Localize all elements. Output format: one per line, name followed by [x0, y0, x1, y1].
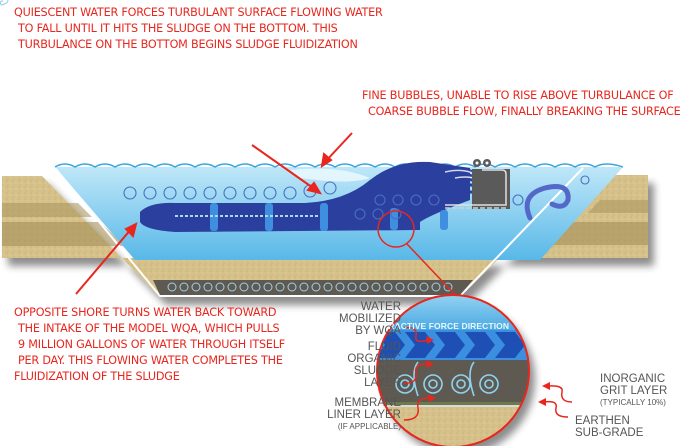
label-line: FLUID: [367, 341, 401, 353]
callout-line: THE INTAKE OF THE MODEL WQA, WHICH PULLS: [18, 322, 280, 335]
label-earthen-subgrade: EARTHEN SUB-GRADE: [575, 415, 643, 439]
water-swirls: [123, 175, 590, 220]
sediment-stripes: [2, 200, 648, 246]
label-line: SLUDGE: [353, 365, 401, 377]
water-surface-waves: [54, 163, 624, 168]
label-inorganic-grit: INORGANIC GRIT LAYER (TYPICALLY 10%): [600, 373, 667, 409]
magnifier-connector: [406, 243, 461, 301]
magnifier-target-circle: [377, 210, 415, 248]
wqa-device: [445, 159, 510, 209]
sludge-band-swirls: [167, 282, 453, 292]
return-flow-loop: [524, 184, 571, 221]
callout-line: PER DAY. THIS FLOWING WATER COMPLETES TH…: [18, 354, 283, 367]
label-line: LAYER: [364, 377, 401, 389]
detail-pointers: [403, 326, 573, 421]
label-line: ORGANIC: [347, 353, 401, 365]
label-line: MOBILIZED: [339, 313, 401, 325]
callout-line: TURBULANCE ON THE BOTTOM BEGINS SLUDGE F…: [18, 38, 358, 51]
callout-surface-turbulence: QUIESCENT WATER FORCES TURBULANT SURFACE…: [14, 5, 383, 53]
sludge-layer: [153, 280, 473, 295]
tractive-force-label: TRACTIVE FORCE DIRECTION: [383, 321, 510, 331]
callout-line: QUIESCENT WATER FORCES TURBULANT SURFACE…: [14, 6, 383, 19]
label-line: LINER LAYER: [327, 409, 401, 421]
detail-circle-border: [376, 294, 530, 446]
sludge-detail-swirls: [395, 361, 499, 397]
callout-line: FINE BUBBLES, UNABLE TO RISE ABOVE TURBU…: [362, 89, 674, 102]
label-line: EARTHEN: [575, 415, 630, 427]
tractive-force-chevrons: [377, 332, 525, 358]
callout-line: 9 MILLION GALLONS OF WATER THROUGH ITSEL…: [18, 338, 286, 351]
label-line: INORGANIC: [600, 373, 666, 385]
flow-highlights: [210, 203, 448, 231]
label-line: BY WQA: [355, 325, 401, 337]
callout-opposite-shore: OPPOSITE SHORE TURNS WATER BACK TOWARD T…: [14, 305, 285, 385]
callout-fine-bubbles: FINE BUBBLES, UNABLE TO RISE ABOVE TURBU…: [362, 88, 681, 120]
label-water-mobilized: WATER MOBILIZED BY WQA: [339, 301, 401, 337]
ground-block: [2, 175, 648, 297]
detail-pointer-heads: [426, 336, 550, 406]
sludge-swirls: [0, 0, 9, 6]
membrane-liner: [54, 167, 584, 297]
callout-line: FLUIDIZATION OF THE SLUDGE: [14, 370, 180, 383]
label-line: SUB-GRADE: [575, 427, 644, 439]
surface-turbulence: [290, 168, 370, 182]
label-note: (IF APPLICABLE): [337, 422, 401, 431]
callout-line: OPPOSITE SHORE TURNS WATER BACK TOWARD: [14, 306, 277, 319]
bottom-flow-current: [140, 161, 470, 232]
label-line: MEMBRANE: [334, 397, 401, 409]
label-fluid-organic-sludge: FLUID ORGANIC SLUDGE LAYER: [347, 341, 401, 389]
callout-arrows: [75, 132, 353, 295]
label-line: WATER: [360, 301, 401, 313]
callout-line: COARSE BUBBLE FLOW, FINALLY BREAKING THE…: [368, 105, 681, 118]
label-membrane-liner: MEMBRANE LINER LAYER (IF APPLICABLE): [327, 397, 401, 433]
callout-line: TO FALL UNTIL IT HITS THE SLUDGE ON THE …: [18, 22, 338, 35]
label-note: (TYPICALLY 10%): [600, 398, 666, 407]
label-line: GRIT LAYER: [600, 385, 668, 397]
